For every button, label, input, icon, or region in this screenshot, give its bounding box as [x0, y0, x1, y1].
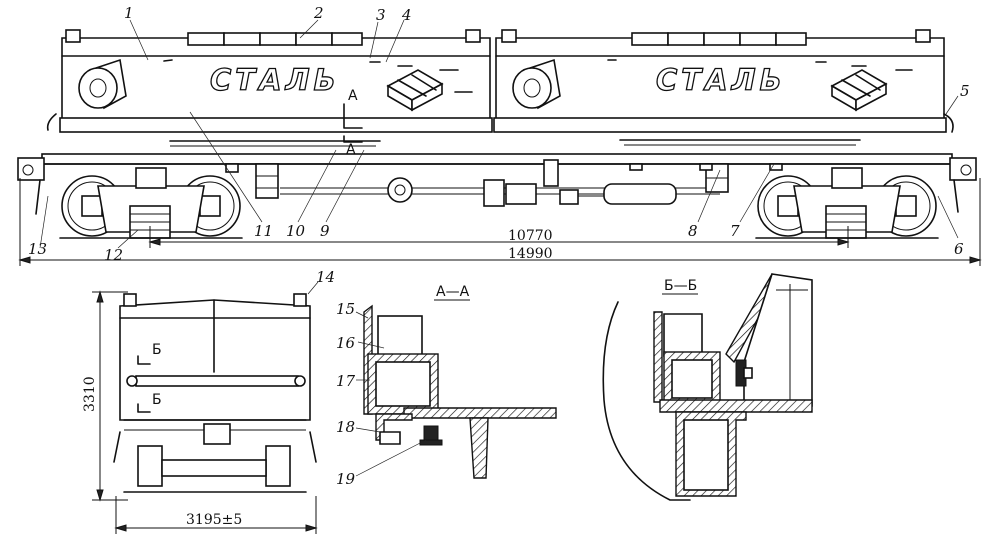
- callout-4: 4: [401, 6, 412, 24]
- container-right: СТАЛЬ: [493, 29, 954, 146]
- dim-height: 3310: [82, 376, 98, 412]
- underframe: [41, 153, 953, 207]
- callout-13: 13: [28, 240, 47, 258]
- dimension-overall-length: 14990: [18, 178, 982, 266]
- callouts-side: 1 2 3 4 5 6 7 8 9 10 11 12 13: [28, 4, 970, 264]
- coupler-right: [949, 157, 977, 213]
- callout-19: 19: [336, 470, 356, 488]
- callout-10: 10: [286, 222, 306, 240]
- bogie-left: [59, 167, 243, 239]
- callout-6: 6: [954, 240, 964, 258]
- car-marking-left: СТАЛЬ: [210, 63, 340, 97]
- dim-overall-length: 14990: [508, 246, 553, 262]
- steel-bundle-icon: [386, 69, 444, 112]
- section-b-b: Б—Б: [602, 273, 813, 501]
- steel-coil-icon: [78, 58, 127, 110]
- end-view: Б Б 14 3310 3195±5: [82, 268, 335, 534]
- car-marking-right: СТАЛЬ: [656, 63, 786, 97]
- svg-text:Б: Б: [152, 392, 162, 408]
- section-b-title: Б—Б: [664, 278, 697, 294]
- callout-9: 9: [320, 222, 330, 240]
- steel-bundle-icon: [830, 69, 888, 112]
- container-left: СТАЛЬ: [46, 29, 493, 147]
- coupler-left: [17, 157, 45, 215]
- dim-width: 3195±5: [186, 512, 242, 528]
- callout-11: 11: [254, 222, 273, 240]
- section-a-title: А—А: [436, 284, 470, 300]
- callout-3: 3: [376, 6, 386, 24]
- svg-text:А: А: [348, 88, 358, 104]
- leader-lines: [39, 19, 959, 249]
- svg-text:Б: Б: [152, 342, 162, 358]
- callout-15: 15: [336, 300, 355, 318]
- bogie-right: [755, 167, 939, 239]
- svg-text:А: А: [346, 142, 356, 158]
- callout-5: 5: [960, 82, 970, 100]
- callout-2: 2: [313, 4, 324, 22]
- section-a-a: А—А 15 16 17 18 19: [336, 284, 557, 488]
- steel-coil-icon: [512, 58, 561, 110]
- dim-base-length: 10770: [508, 228, 553, 244]
- callout-8: 8: [688, 222, 698, 240]
- dimension-base-length: 10770: [148, 226, 850, 248]
- callout-16: 16: [336, 334, 356, 352]
- callout-18: 18: [336, 418, 355, 436]
- section-mark-a: А А: [343, 88, 363, 158]
- callout-17: 17: [336, 372, 356, 390]
- callout-7: 7: [730, 222, 740, 240]
- callout-14: 14: [316, 268, 335, 286]
- side-view: СТАЛЬ: [17, 4, 982, 266]
- callout-12: 12: [104, 246, 123, 264]
- callout-1: 1: [124, 4, 134, 22]
